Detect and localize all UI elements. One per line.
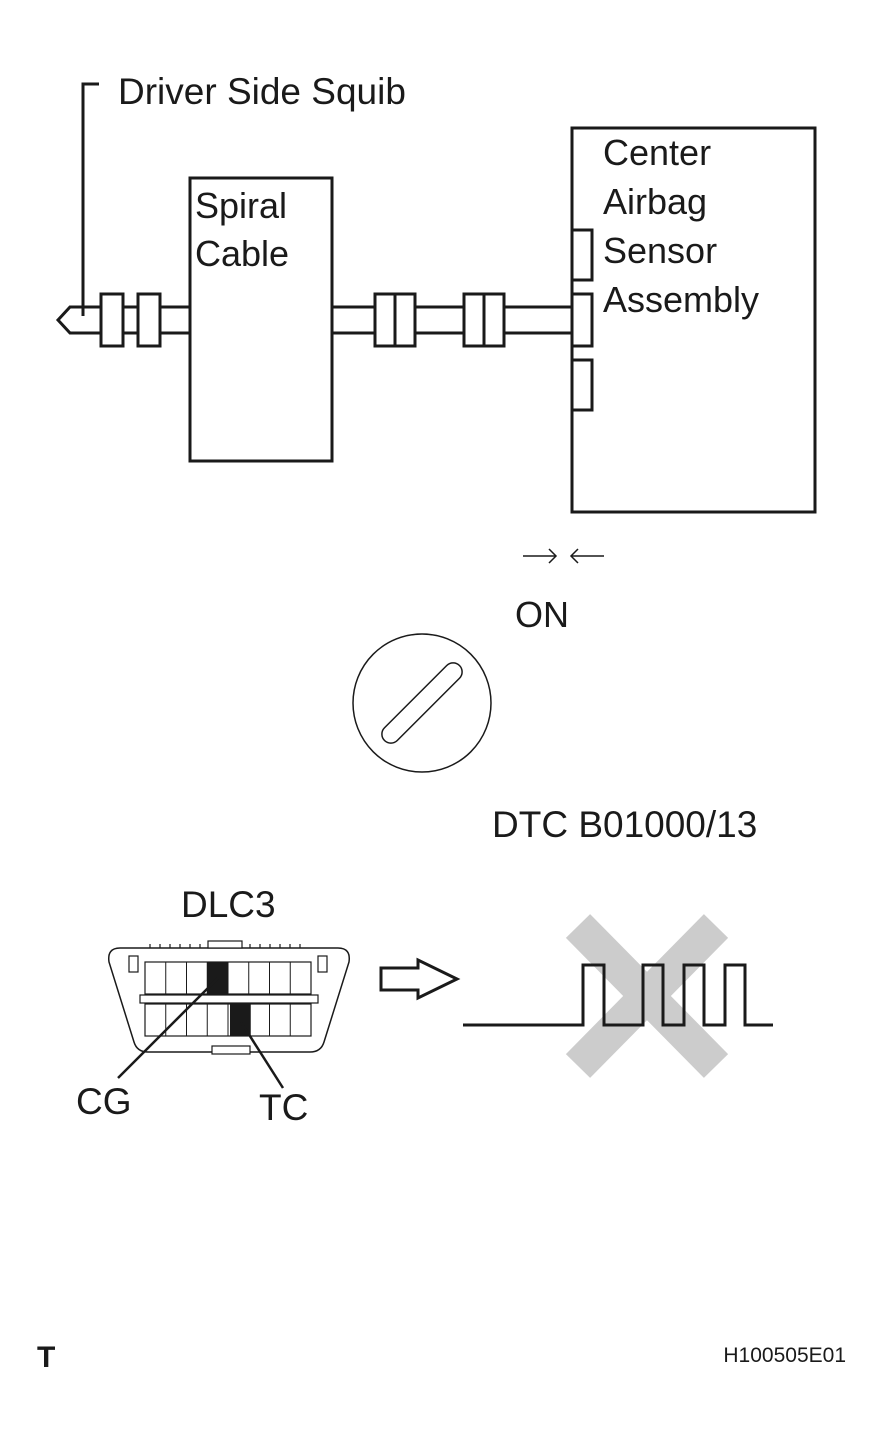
dlc3-label: DLC3 — [181, 884, 276, 925]
figure-id-label: H100505E01 — [723, 1344, 846, 1367]
spiral-cable-label-line2: Cable — [195, 233, 289, 274]
center-airbag-label-line4: Assembly — [603, 279, 759, 320]
ignition-arrows-icon — [523, 548, 604, 564]
squib-connector-1 — [99, 292, 125, 348]
cross-mark-icon — [565, 914, 729, 1078]
ignition-key-icon — [352, 633, 492, 773]
sensor-connector-2 — [570, 292, 594, 348]
harness-connector-1 — [373, 292, 417, 348]
right-arrow-icon — [379, 957, 461, 1001]
spiral-cable-label-line1: Spiral — [195, 185, 287, 226]
sensor-connector-3 — [570, 358, 594, 412]
dtc-waveform — [463, 963, 773, 1027]
tc-leader-line — [239, 1021, 285, 1089]
squib-connector-2 — [136, 292, 162, 348]
harness-wire — [332, 305, 572, 335]
tc-terminal-label: TC — [259, 1087, 308, 1128]
spiral-cable-box — [188, 176, 334, 463]
dlc3-connector-icon — [107, 940, 351, 1055]
squib-connector-tip — [55, 305, 100, 335]
center-airbag-label-line2: Airbag — [603, 181, 707, 222]
center-airbag-label-line3: Sensor — [603, 230, 717, 271]
center-airbag-label-line1: Center — [603, 132, 711, 173]
dtc-code-label: DTC B01000/13 — [492, 804, 757, 845]
corner-mark: T — [37, 1341, 55, 1374]
cg-leader-line — [117, 977, 219, 1079]
center-airbag-sensor-box — [570, 126, 817, 514]
sensor-connector-1 — [570, 228, 594, 282]
harness-connector-2 — [462, 292, 506, 348]
ignition-on-label: ON — [515, 594, 569, 635]
cg-terminal-label: CG — [76, 1081, 132, 1122]
squib-leader-line — [81, 82, 99, 316]
driver-side-squib-label: Driver Side Squib — [118, 71, 406, 112]
